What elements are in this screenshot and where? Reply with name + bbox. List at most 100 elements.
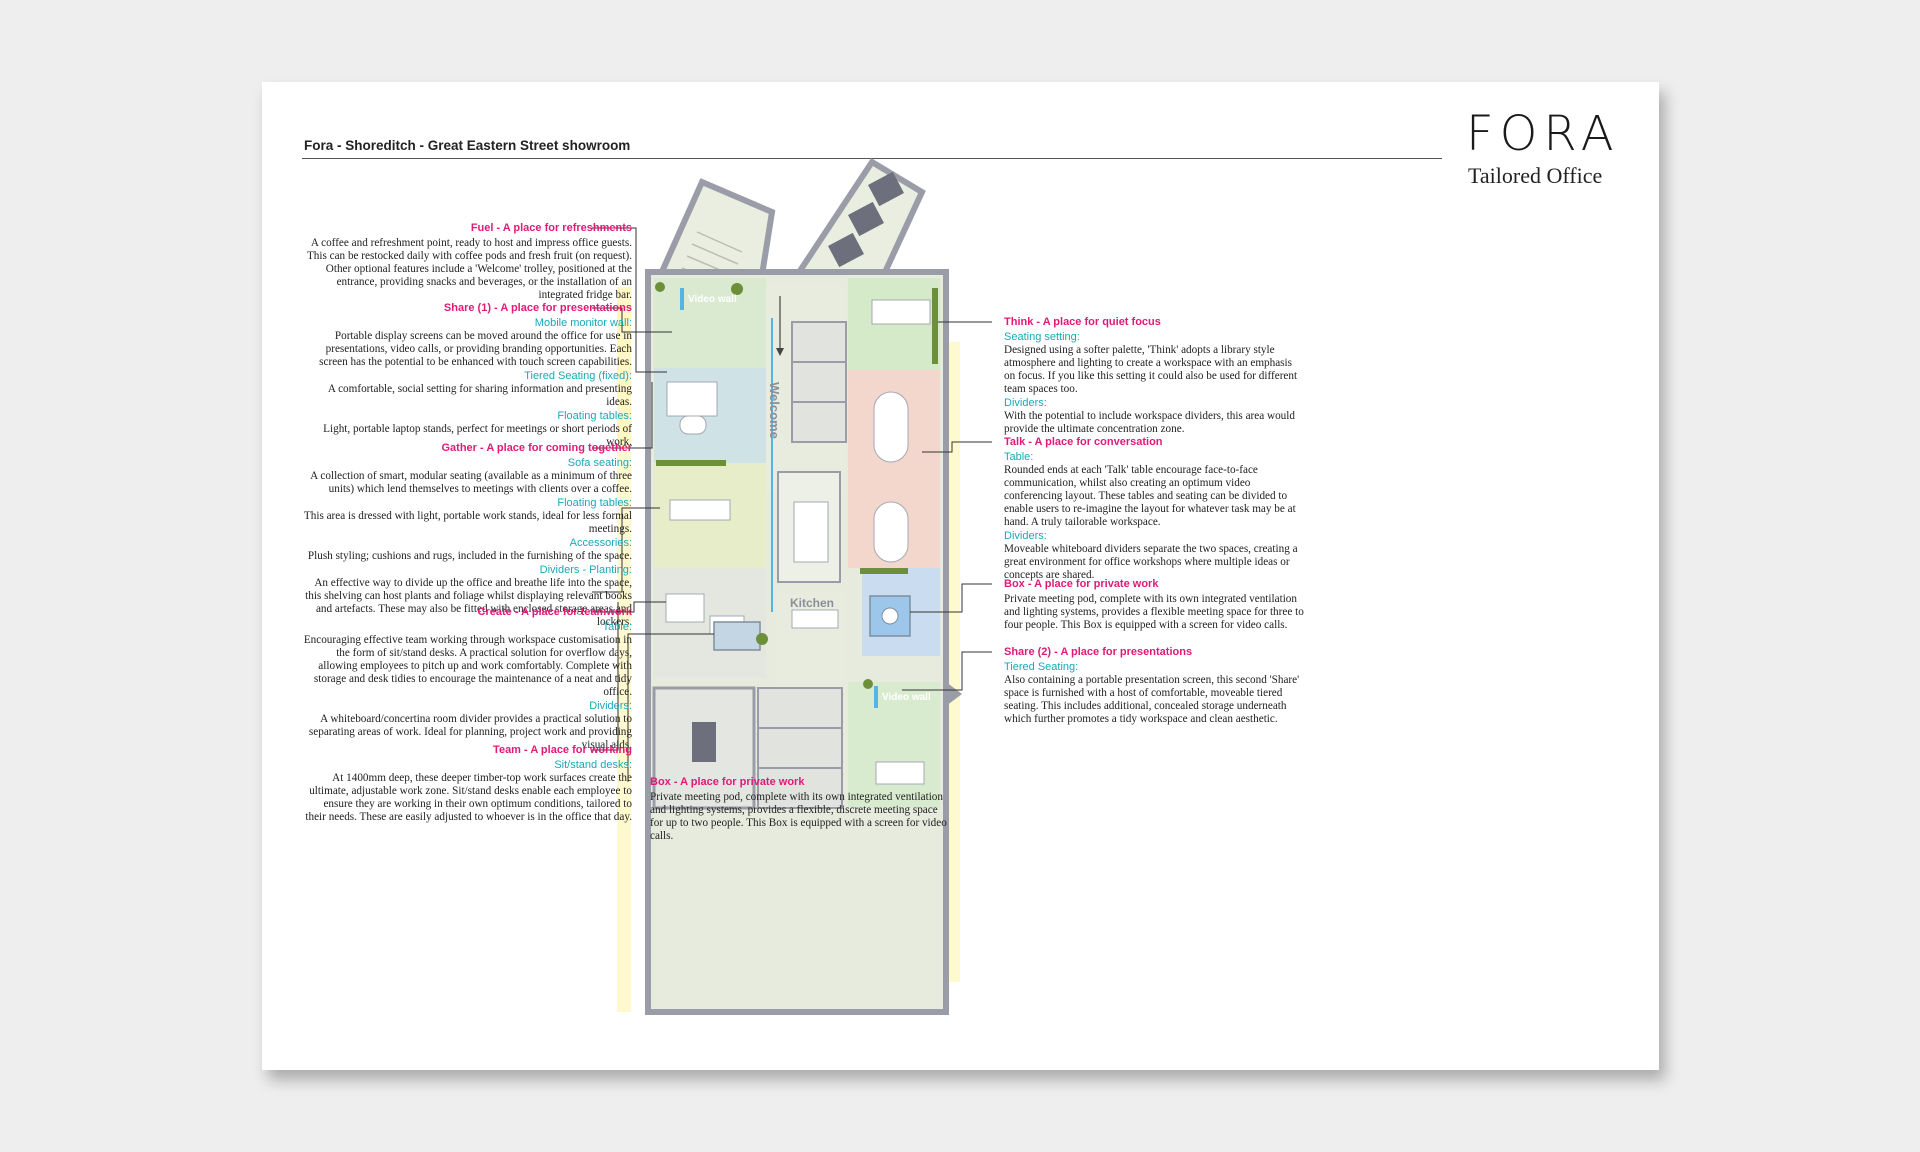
leader-talk xyxy=(922,441,992,453)
team-sub-1: Sit/stand desks: xyxy=(554,759,632,771)
planter xyxy=(860,568,908,574)
share-1-block: Share (1) - A place for presentations Mo… xyxy=(302,302,632,449)
kitchen-island xyxy=(793,501,829,563)
box-bottom-block: Box - A place for private work Private m… xyxy=(650,776,950,843)
box-bottom-text: Private meeting pod, complete with its o… xyxy=(650,791,947,842)
kitchen-area xyxy=(776,592,846,682)
create-sub-1: Table: xyxy=(602,621,632,633)
window-glow xyxy=(946,342,960,982)
share-1-sub-2: Tiered Seating (fixed): xyxy=(524,370,632,382)
video-wall-label-1: Video wall xyxy=(688,294,737,305)
leader-gather xyxy=(592,382,653,449)
wc-block xyxy=(791,321,847,443)
box-pod-left xyxy=(713,621,761,651)
fuel-block: Fuel - A place for refreshments A coffee… xyxy=(302,222,632,302)
fuel-heading: Fuel - A place for refreshments xyxy=(470,222,632,234)
sofa-share xyxy=(666,381,718,417)
planters xyxy=(655,282,938,689)
window-glow xyxy=(617,287,631,447)
desk-think xyxy=(871,299,931,325)
talk-sub-2: Dividers: xyxy=(1004,530,1047,542)
gather-text-4: An effective way to divide up the office… xyxy=(305,577,632,628)
fuel-text: A coffee and refreshment point, ready to… xyxy=(306,237,632,301)
team-heading: Team - A place for working xyxy=(493,744,632,756)
share-1-sub-1: Mobile monitor wall: xyxy=(534,317,632,329)
think-sub-2: Dividers: xyxy=(1004,397,1047,409)
talk-sub-1: Table: xyxy=(1004,451,1034,463)
gather-sub-4: Dividers - Planting: xyxy=(539,564,632,576)
zone-share-2 xyxy=(848,682,940,808)
entrance-marker xyxy=(946,682,962,706)
lift-1 xyxy=(868,171,904,207)
box-bottom-heading: Box - A place for private work xyxy=(650,776,805,788)
video-wall-label-2: Video wall xyxy=(882,692,931,703)
leader-create xyxy=(592,601,666,613)
leader-share-1 xyxy=(592,307,672,333)
gather-text-1: A collection of smart, modular seating (… xyxy=(310,470,632,495)
share-1-sub-3: Floating tables: xyxy=(557,410,632,422)
box-right-text: Private meeting pod, complete with its o… xyxy=(1004,593,1304,631)
pod-table xyxy=(881,607,899,625)
gather-sub-1: Sofa seating: xyxy=(567,457,632,469)
talk-table-1 xyxy=(873,391,909,463)
team-block: Team - A place for working Sit/stand des… xyxy=(302,744,632,824)
leader-lines xyxy=(592,227,992,782)
gather-text-3: Plush styling; cushions and rugs, includ… xyxy=(307,550,632,562)
create-text-2: A whiteboard/concertina room divider pro… xyxy=(308,713,632,751)
video-wall-screen-1 xyxy=(680,288,684,310)
furniture xyxy=(665,299,931,785)
desk-create xyxy=(665,593,705,623)
coffee-table xyxy=(679,415,707,435)
lift-3 xyxy=(828,232,864,268)
gather-block: Gather - A place for coming together Sof… xyxy=(302,442,632,629)
zone-fuel-extend xyxy=(654,278,766,368)
document-sheet: Fora - Shoreditch - Great Eastern Street… xyxy=(262,82,1659,1070)
leader-box-bottom xyxy=(627,633,714,782)
talk-text-2: Moveable whiteboard dividers separate th… xyxy=(1004,543,1298,581)
leader-gather-2 xyxy=(592,507,660,593)
think-sub-1: Seating setting: xyxy=(1004,331,1080,343)
share-1-text-2: A comfortable, social setting for sharin… xyxy=(327,383,632,408)
think-text-2: With the potential to include workspace … xyxy=(1004,410,1295,435)
talk-text-1: Rounded ends at each 'Talk' table encour… xyxy=(1004,464,1296,528)
share-1-text-1: Portable display screens can be moved ar… xyxy=(319,330,632,368)
gather-sub-3: Accessories: xyxy=(569,537,632,549)
title-rule xyxy=(302,158,1442,159)
share-1-heading: Share (1) - A place for presentations xyxy=(443,302,632,314)
talk-block: Talk - A place for conversation Table: R… xyxy=(1004,436,1304,582)
welcome-label: Welcome xyxy=(767,382,782,439)
create-text-1: Encouraging effective team working throu… xyxy=(303,634,632,698)
box-right-block: Box - A place for private work Private m… xyxy=(1004,578,1304,632)
gather-sub-2: Floating tables: xyxy=(557,497,632,509)
talk-heading: Talk - A place for conversation xyxy=(1004,436,1163,448)
gather-text-2: This area is dressed with light, portabl… xyxy=(303,510,632,535)
share-1-text-3: Light, portable laptop stands, perfect f… xyxy=(323,423,632,448)
planter xyxy=(656,460,726,466)
logo-subtitle: Tailored Office xyxy=(1468,163,1603,188)
think-block: Think - A place for quiet focus Seating … xyxy=(1004,316,1304,436)
planter xyxy=(932,288,938,364)
document-title: Fora - Shoreditch - Great Eastern Street… xyxy=(304,138,631,153)
talk-table-2 xyxy=(873,501,909,563)
lift-2 xyxy=(848,201,884,237)
south-lift xyxy=(692,722,716,762)
team-text-1: At 1400mm deep, these deeper timber-top … xyxy=(305,772,632,823)
share-2-text-1: Also containing a portable presentation … xyxy=(1004,674,1300,725)
share-2-sub-1: Tiered Seating: xyxy=(1004,661,1079,673)
south-wc xyxy=(757,687,843,809)
leader-share-2 xyxy=(902,651,992,691)
box-right-heading: Box - A place for private work xyxy=(1004,578,1159,590)
desk-gather xyxy=(669,499,731,521)
tiered-seating-2 xyxy=(875,761,925,785)
think-heading: Think - A place for quiet focus xyxy=(1004,316,1161,328)
share-2-heading: Share (2) - A place for presentations xyxy=(1004,646,1193,658)
fora-logo: FORA xyxy=(1466,106,1620,162)
create-heading: Create - A place for teamwork xyxy=(477,606,632,618)
kitchen-label: Kitchen xyxy=(790,596,834,610)
floor-plan: Welcome Kitchen Video wall Video wall xyxy=(592,157,992,1015)
kitchen-table xyxy=(791,609,839,629)
leader-box-right xyxy=(910,583,992,613)
leader-team xyxy=(592,602,619,751)
gather-heading: Gather - A place for coming together xyxy=(441,442,633,454)
think-text-1: Designed using a softer palette, 'Think'… xyxy=(1004,344,1298,395)
